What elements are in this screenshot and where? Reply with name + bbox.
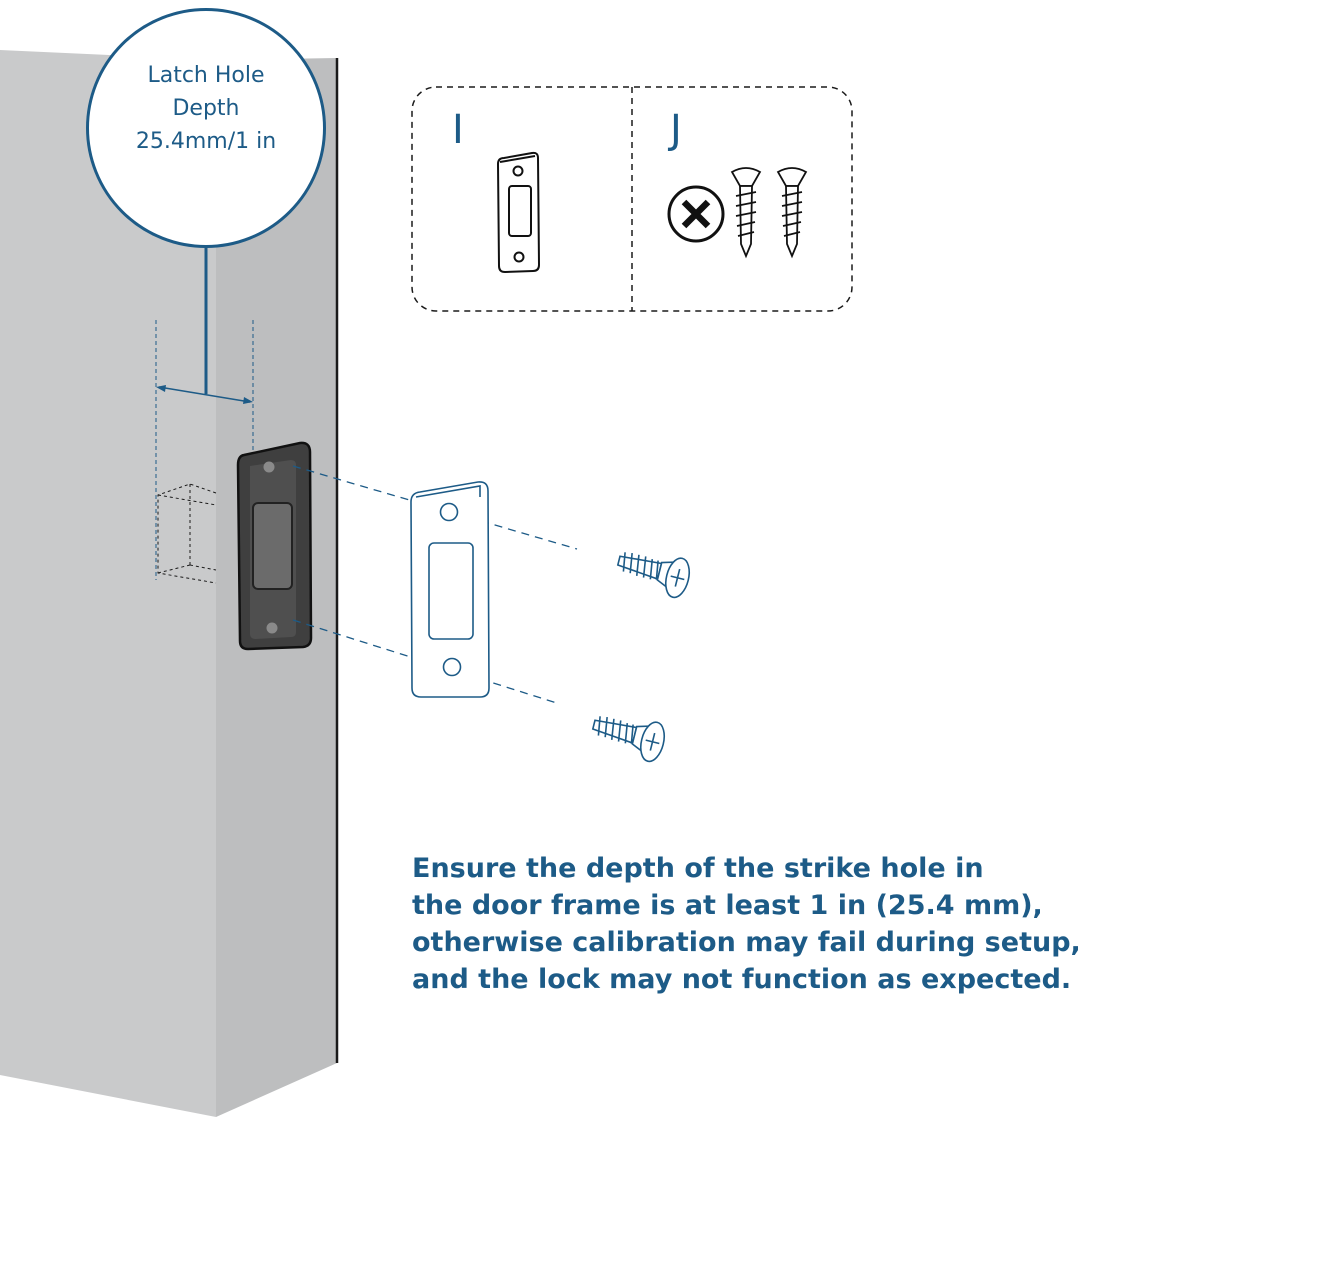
note-line-2: the door frame is at least 1 in (25.4 mm… — [412, 890, 1043, 921]
wood-screw-icon — [730, 167, 762, 259]
latch-hole-hidden-outline — [157, 483, 217, 584]
strike-plate-icon — [496, 151, 541, 274]
part-j-label: J — [670, 107, 682, 153]
wood-screw-icon — [776, 167, 808, 259]
note-line-3: otherwise calibration may fail during se… — [412, 927, 1081, 958]
callout-line-1: Latch Hole — [147, 62, 265, 88]
parts-box — [411, 86, 853, 312]
instruction-note: Ensure the depth of the strike hole in t… — [412, 850, 1312, 998]
callout-line-2: Depth — [172, 95, 240, 121]
wood-screw-icon — [591, 716, 666, 763]
callout-line-3: 25.4mm/1 in — [135, 128, 277, 154]
door-frame-front-face — [0, 50, 216, 1117]
installed-strike-plate — [236, 441, 313, 651]
wood-screw-icon — [616, 552, 691, 599]
latch-hole-depth-callout: Latch Hole Depth 25.4mm/1 in — [86, 8, 326, 248]
phillips-screwdriver-icon — [667, 185, 725, 243]
note-line-4: and the lock may not function as expecte… — [412, 964, 1072, 995]
part-i-label: I — [452, 107, 464, 153]
note-line-1: Ensure the depth of the strike hole in — [412, 853, 984, 884]
strike-plate-exploded — [410, 481, 490, 698]
